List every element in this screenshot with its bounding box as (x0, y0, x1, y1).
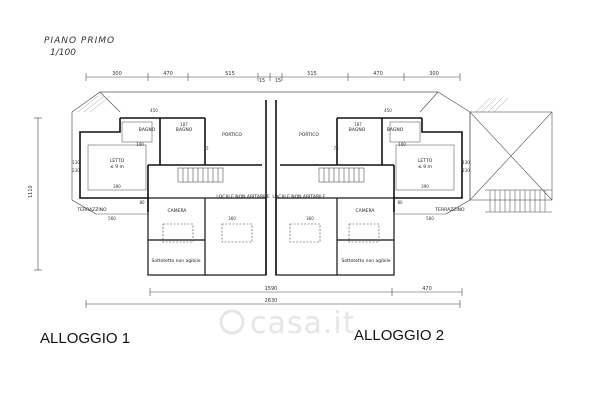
measure-u2-w7: 187 (354, 122, 362, 127)
label-u2-bedroom-size: ≤ 9 m (418, 164, 432, 170)
measure-u1-w4: 230 (72, 168, 80, 173)
dim-top-1: 300 (112, 71, 122, 77)
skylights (162, 223, 380, 243)
dim-top-4: 15 (259, 78, 265, 84)
measure-u1-w9: 75 (203, 146, 209, 151)
label-u2-porch: PORTICO (299, 132, 319, 138)
label-u1-attic-under: Sottotetto non agibile (151, 258, 200, 264)
label-u2-bedroom: LETTO (418, 158, 433, 164)
label-u2-attic: LOCALE NON ABITABILE (272, 194, 325, 200)
terrace-outline (71, 199, 471, 215)
measure-u2-w10: 450 (384, 108, 392, 113)
measure-u1-w6: 100 (136, 142, 144, 147)
watermark-logo-icon (219, 309, 245, 335)
unit-2-label: ALLOGGIO 2 (354, 327, 445, 344)
dim-left-overall: 1110 (28, 185, 34, 198)
dim-top-7: 470 (373, 71, 383, 77)
measure-u2-w2: 560 (426, 216, 434, 221)
measure-u1-w8: 80 (139, 200, 145, 205)
drawing-scale: 1/100 (50, 48, 76, 58)
measure-u2-w9: 75 (333, 146, 339, 151)
dim-bottom-inner: 1590 (265, 286, 278, 292)
bedroom-details (87, 121, 455, 191)
left-dimension (34, 117, 42, 271)
measure-u2-w8: 80 (397, 200, 403, 205)
right-roof-extension (469, 111, 553, 201)
main-walls (79, 100, 463, 275)
measure-u2-w4: 230 (462, 168, 470, 173)
label-u2-terrace: TERRAZZINO (434, 207, 465, 213)
dim-top-2: 470 (163, 71, 173, 77)
label-u2-camera: CAMERA (356, 208, 376, 214)
dim-bottom-right: 470 (422, 286, 432, 292)
label-u2-bath-right: BAGNO (387, 127, 404, 133)
interior-stairs (177, 167, 365, 183)
label-u1-bedroom-size: ≤ 9 m (110, 164, 124, 170)
measure-u1-w2: 560 (108, 216, 116, 221)
measure-u2-w5: 130 (462, 160, 470, 165)
measure-u2-w6: 100 (398, 142, 406, 147)
unit-1-label: ALLOGGIO 1 (40, 330, 131, 347)
roof-hatching (77, 95, 509, 113)
watermark-text: casa.it (250, 306, 356, 341)
measure-u1-w3: 360 (228, 216, 236, 221)
label-u2-attic-under: Sottotetto non agibile (341, 258, 390, 264)
top-dimension-chain (85, 73, 461, 81)
bottom-dimensions (85, 288, 463, 308)
measure-u2-w1: 390 (421, 184, 429, 189)
lower-rooms (147, 197, 395, 276)
measure-u1-w5: 130 (72, 160, 80, 165)
dim-top-5: 15 (275, 78, 281, 84)
label-u1-terrace: TERRAZZINO (76, 207, 107, 213)
label-u1-bedroom: LETTO (110, 158, 125, 164)
label-u2-bath-top: BAGNO (349, 127, 366, 133)
measure-u2-w3: 360 (306, 216, 314, 221)
label-u1-camera: CAMERA (168, 208, 188, 214)
roof-outline (71, 91, 471, 215)
dim-top-6: 515 (307, 71, 317, 77)
exterior-stairs (485, 189, 552, 213)
dim-top-3: 515 (225, 71, 235, 77)
label-u1-attic: LOCALE NON ABITABILE (216, 194, 269, 200)
label-u1-bath-left: BAGNO (176, 127, 193, 133)
measure-u1-w10: 450 (150, 108, 158, 113)
measure-u1-w1: 390 (113, 184, 121, 189)
drawing-title: PIANO PRIMO (44, 36, 116, 46)
dim-bottom-overall: 2630 (265, 298, 278, 304)
dim-top-8: 300 (429, 71, 439, 77)
label-u1-bath-top: BAGNO (139, 127, 156, 133)
measure-u1-w7: 187 (180, 122, 188, 127)
label-u1-porch: PORTICO (222, 132, 242, 138)
